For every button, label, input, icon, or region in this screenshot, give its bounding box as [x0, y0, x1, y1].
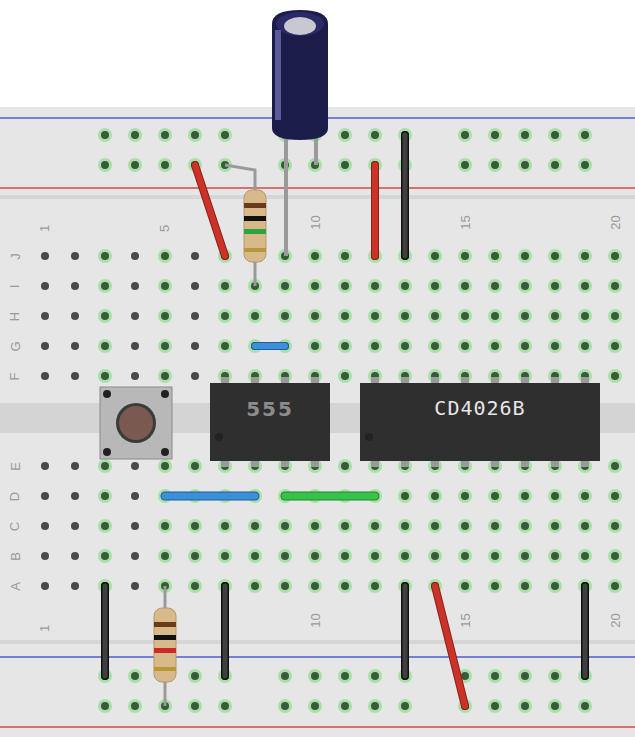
- column-number: 5: [158, 224, 171, 231]
- column-number: 10: [309, 613, 322, 627]
- row-letter: H: [8, 311, 21, 320]
- ic-label: CD4026B: [434, 396, 525, 420]
- row-letter: D: [8, 491, 21, 500]
- row-letter: A: [8, 582, 21, 591]
- row-letter: B: [8, 552, 21, 561]
- rail-divider: [0, 640, 635, 644]
- ic-chip: CD4026B: [360, 383, 600, 433]
- breadboard-body: [0, 107, 635, 737]
- rail-line-red: [0, 726, 635, 728]
- row-letter: F: [8, 372, 21, 380]
- column-number: 1: [38, 224, 51, 231]
- resistor-top: [225, 165, 266, 286]
- ic-555-body: [210, 383, 330, 461]
- column-number: 20: [609, 215, 622, 229]
- row-letter: E: [8, 462, 21, 471]
- row-letter: C: [8, 521, 21, 530]
- column-number: 10: [309, 215, 322, 229]
- resistor-bottom: [154, 586, 176, 706]
- rail-line-blue: [0, 656, 635, 658]
- ic-notch: [365, 433, 373, 441]
- column-number: 15: [459, 613, 472, 627]
- ic-chip: 555: [210, 383, 330, 435]
- push-button: [100, 387, 172, 459]
- row-letter: J: [9, 253, 22, 260]
- column-number: 15: [459, 215, 472, 229]
- column-number: 20: [609, 613, 622, 627]
- ic-cd4026b-body: [360, 383, 600, 461]
- row-letter: G: [9, 341, 22, 351]
- ic-notch: [215, 433, 223, 441]
- column-number: 1: [38, 624, 51, 631]
- rail-divider: [0, 195, 635, 199]
- jumper-wires: [105, 135, 585, 706]
- row-letter: I: [9, 284, 22, 288]
- rail-line-red: [0, 187, 635, 189]
- ic-label: 555: [246, 397, 294, 421]
- capacitor: [272, 10, 328, 256]
- hole-grid: [41, 128, 622, 713]
